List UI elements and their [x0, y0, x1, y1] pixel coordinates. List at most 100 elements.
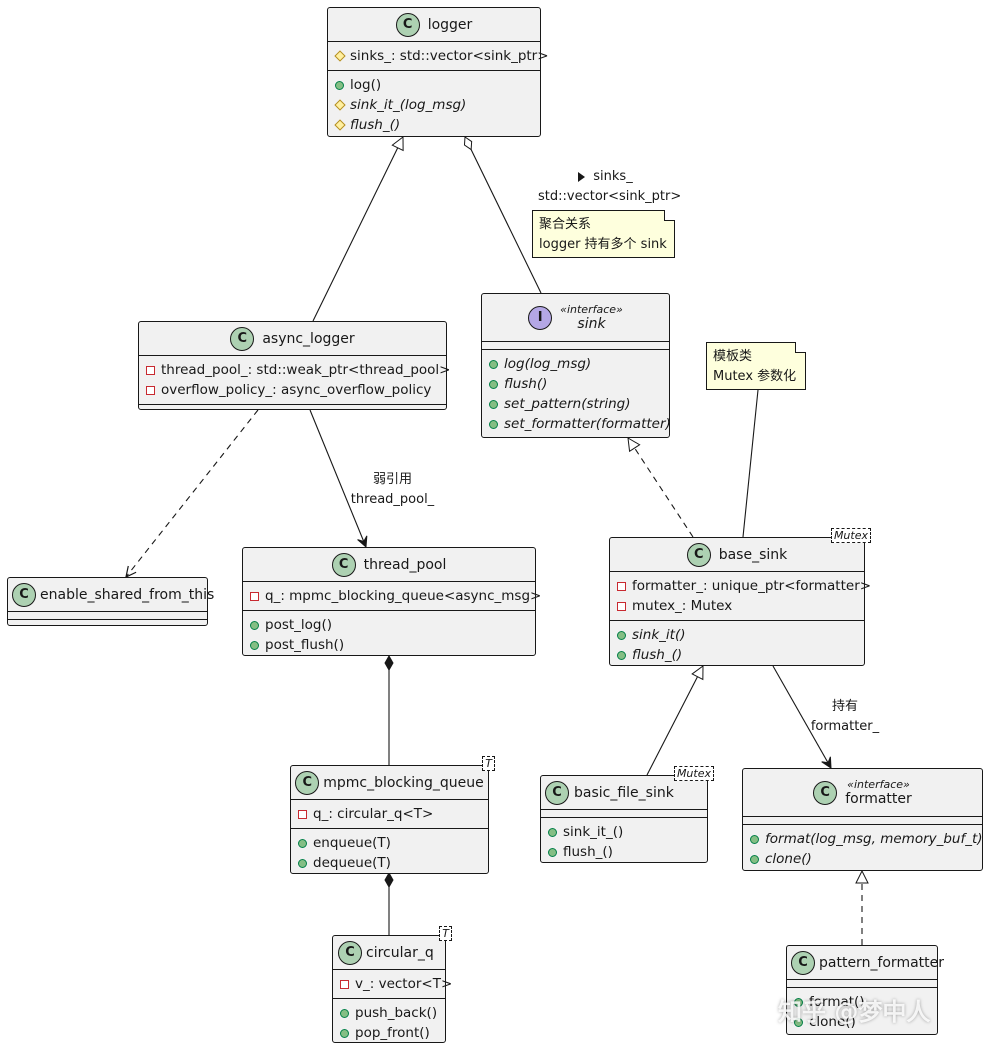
template-parameter: T [439, 926, 452, 941]
method-row: flush_() [334, 115, 540, 135]
class-name: circular_q [366, 944, 434, 961]
private-icon [617, 581, 626, 591]
template-note: 模板类 Mutex 参数化 [706, 342, 806, 390]
public-icon [617, 650, 626, 660]
class-name: basic_file_sink [574, 784, 674, 801]
class-name: mpmc_blocking_queue [323, 774, 484, 791]
method-row: format() [794, 992, 937, 1012]
enable-shared-from-this-class: C enable_shared_from_this [7, 577, 214, 626]
class-name: thread_pool [363, 556, 447, 573]
interface-icon: I [528, 305, 553, 330]
class-icon: C [545, 780, 569, 805]
protected-icon [334, 119, 346, 131]
public-icon [489, 419, 498, 429]
watermark: 知乎 @梦中人 [778, 998, 931, 1026]
public-icon [489, 359, 498, 369]
field-row: overflow_policy_: async_overflow_policy [146, 380, 446, 400]
template-parameter: Mutex [673, 766, 714, 781]
pattern-formatter-class: C pattern_formatter format() clone() [786, 945, 944, 1035]
basic-file-sink-class: Mutex C basic_file_sink sink_it_() flush… [540, 766, 714, 863]
dependency-async-logger-enable-shared [126, 409, 259, 577]
field-row: formatter_: unique_ptr<formatter> [617, 576, 871, 596]
method-row: enqueue(T) [298, 833, 488, 853]
method-row: clone() [794, 1012, 937, 1032]
public-icon [250, 640, 259, 650]
class-name: base_sink [718, 546, 788, 563]
public-icon [750, 854, 759, 864]
async-logger-class: C async_logger thread_pool_: std::weak_p… [138, 321, 451, 410]
public-icon [335, 80, 344, 90]
method-row: sink_it_() [548, 822, 707, 842]
holds-formatter-label: 持有 formatter_ [810, 699, 880, 734]
public-icon [250, 620, 259, 630]
sinks-label: sinks_ std::vector<sink_ptr> [538, 169, 682, 204]
association-async-logger-thread-pool [309, 409, 366, 547]
association-base-sink-formatter [772, 665, 831, 768]
inherit-async-logger-logger [312, 137, 403, 322]
public-icon [340, 1028, 349, 1038]
class-icon: C [338, 940, 362, 965]
class-icon: C [813, 780, 838, 805]
field-row: q_: mpmc_blocking_queue<async_msg> [250, 586, 541, 606]
method-row: sink_it_(log_msg) [334, 95, 540, 115]
class-name: formatter [845, 791, 912, 807]
public-icon [750, 834, 759, 844]
class-icon: C [331, 552, 356, 577]
stereotype: «interface» [847, 778, 910, 791]
class-icon: C [395, 12, 420, 37]
formatter-interface: C «interface» formatter format(log_msg, … [742, 768, 983, 871]
method-row: flush() [489, 374, 669, 394]
method-row: log(log_msg) [489, 354, 669, 374]
realization-base-sink-sink [628, 438, 694, 538]
public-icon [548, 847, 557, 857]
public-icon [617, 630, 626, 640]
field-row: sinks_: std::vector<sink_ptr> [334, 46, 549, 66]
class-name: async_logger [262, 330, 355, 347]
field-row: thread_pool_: std::weak_ptr<thread_pool> [146, 360, 451, 380]
note-fold [795, 342, 806, 353]
method-row: sink_it() [617, 625, 864, 645]
base-sink-class: Mutex C base_sink formatter_: unique_ptr… [609, 528, 871, 666]
public-icon [794, 997, 803, 1007]
weak-ref-label: 弱引用 thread_pool_ [350, 472, 435, 507]
class-name: enable_shared_from_this [40, 586, 215, 603]
sink-interface: I «interface» sink log(log_msg) flush() … [481, 293, 671, 438]
field-row: v_: vector<T> [340, 974, 452, 994]
logger-class: C logger sinks_: std::vector<sink_ptr> l… [327, 7, 549, 137]
private-icon [298, 809, 307, 819]
class-name: logger [427, 16, 473, 33]
method-row: set_pattern(string) [489, 394, 669, 414]
protected-icon [334, 99, 346, 111]
public-icon [548, 827, 557, 837]
private-icon [146, 365, 155, 375]
private-icon [340, 979, 349, 989]
class-icon: C [686, 542, 711, 567]
inherit-basic-file-sink-base-sink [646, 666, 703, 776]
private-icon [146, 385, 155, 395]
protected-icon [334, 50, 346, 62]
method-row: post_flush() [250, 635, 535, 655]
public-icon [489, 379, 498, 389]
method-row: dequeue(T) [298, 853, 488, 873]
method-row: clone() [750, 849, 982, 869]
thread-pool-class: C thread_pool q_: mpmc_blocking_queue<as… [242, 547, 541, 656]
method-row: flush_() [617, 645, 864, 665]
private-icon [617, 601, 626, 611]
public-icon [489, 399, 498, 409]
method-row: log() [335, 75, 540, 95]
sinks-direction-arrow [578, 172, 585, 182]
class-icon: C [230, 326, 255, 351]
class-name: pattern_formatter [819, 954, 945, 971]
method-row: flush_() [548, 842, 707, 862]
method-row: post_log() [250, 615, 535, 635]
class-icon: C [791, 950, 815, 975]
method-row: push_back() [340, 1003, 445, 1023]
note-template-connector [742, 389, 759, 538]
public-icon [298, 858, 307, 868]
class-icon: C [12, 582, 36, 607]
method-row: format(log_msg, memory_buf_t) [750, 829, 983, 849]
stereotype: «interface» [560, 303, 623, 316]
mpmc-blocking-queue-class: T C mpmc_blocking_queue q_: circular_q<T… [290, 756, 495, 874]
aggregation-logger-sink [463, 136, 542, 294]
